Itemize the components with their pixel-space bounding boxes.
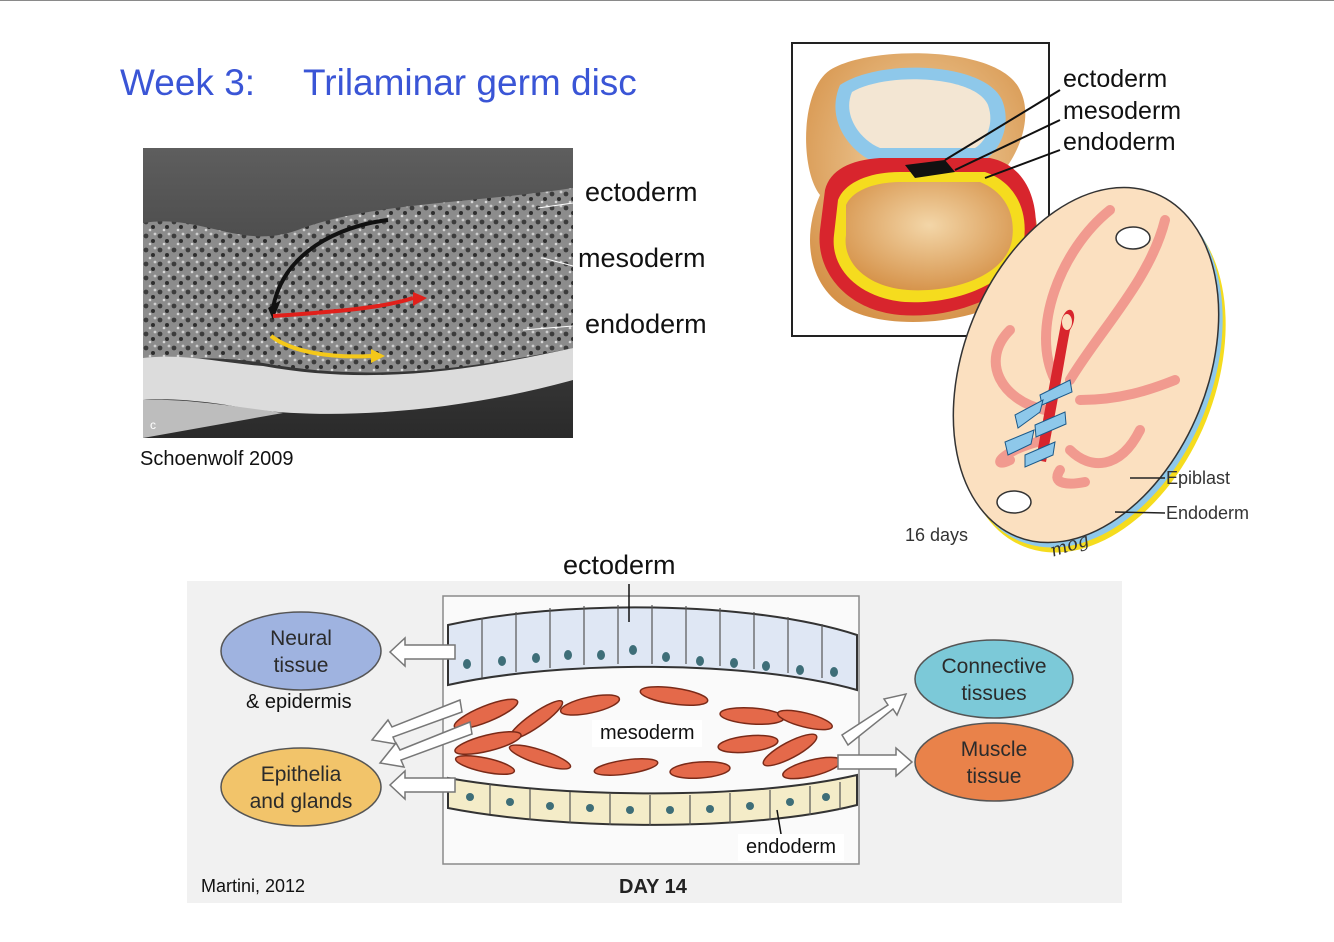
disc-label-endoderm: Endoderm xyxy=(1166,503,1250,523)
oval-epithelia-line1: Epithelia xyxy=(260,763,342,786)
slide-title: Week 3: Trilaminar germ disc xyxy=(120,62,637,104)
day14-label-endoderm: endoderm xyxy=(738,834,845,861)
sem-micrograph-drawing xyxy=(143,148,573,438)
oval-connective-line1: Connective xyxy=(941,655,1047,678)
sem-label-endoderm: endoderm xyxy=(585,309,707,339)
sem-micrograph: c xyxy=(143,148,573,438)
oval-connective-line2: tissues xyxy=(961,682,1027,705)
sem-label-ectoderm: ectoderm xyxy=(585,177,698,207)
title-week: Week 3: xyxy=(120,62,256,103)
day14-label-mesoderm: mesoderm xyxy=(592,720,703,747)
sem-label-mesoderm: mesoderm xyxy=(578,243,706,273)
panel-letter: c xyxy=(150,418,156,432)
day14-caption: DAY 14 xyxy=(619,876,687,898)
top-rule xyxy=(0,0,1334,1)
oval-epithelia: Epithelia and glands xyxy=(231,761,371,815)
sem-citation: Schoenwolf 2009 xyxy=(140,448,294,470)
oval-epithelia-line2: and glands xyxy=(249,790,353,813)
oval-neural-tissue: Neural tissue xyxy=(231,625,371,679)
day14-citation: Martini, 2012 xyxy=(201,876,306,896)
oval-neural-line1: Neural xyxy=(270,627,332,650)
oval-muscle-line1: Muscle xyxy=(960,738,1028,761)
embryo-label-ectoderm: ectoderm xyxy=(1063,65,1168,93)
oval-connective: Connective tissues xyxy=(924,653,1064,707)
title-text: Trilaminar germ disc xyxy=(303,62,637,103)
embryo-label-mesoderm: mesoderm xyxy=(1063,97,1182,125)
embryo-age: 16 days xyxy=(905,525,969,545)
embryo-label-endoderm: endoderm xyxy=(1063,128,1176,156)
oval-muscle: Muscle tissue xyxy=(924,736,1064,790)
disc-label-epiblast: Epiblast xyxy=(1166,468,1231,488)
oval-neural-line2: tissue xyxy=(273,654,329,677)
oval-muscle-line2: tissue xyxy=(966,765,1022,788)
germ-disc xyxy=(952,186,1226,553)
epidermis-note: & epidermis xyxy=(246,691,352,713)
day14-label-ectoderm: ectoderm xyxy=(563,550,676,580)
